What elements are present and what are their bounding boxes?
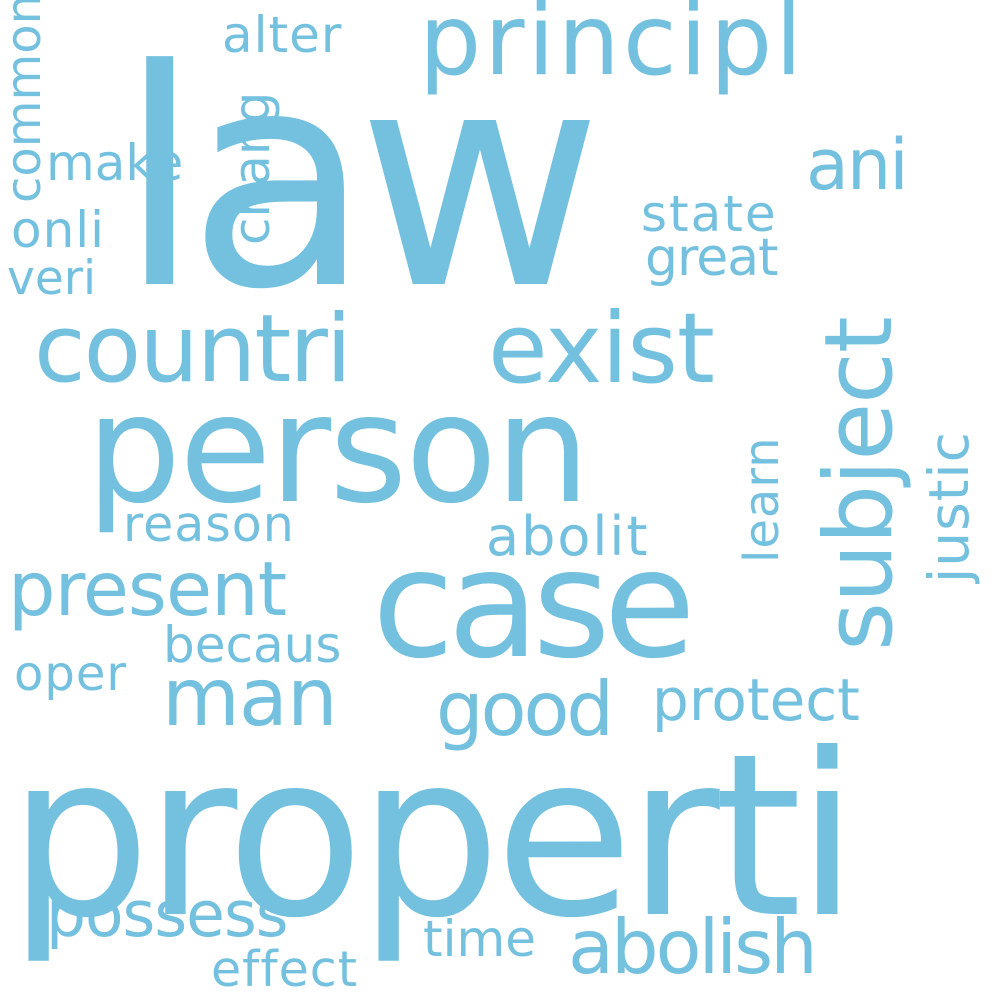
word-subject: subject: [805, 317, 914, 651]
word-properti: properti: [8, 706, 859, 968]
word-oper: oper: [14, 646, 128, 702]
word-protect: protect: [652, 666, 860, 734]
word-law: law: [118, 6, 603, 355]
word-principl: principl: [419, 0, 806, 98]
word-reason: reason: [123, 496, 295, 553]
word-chang: chang: [223, 91, 281, 245]
word-abolit: abolit: [486, 505, 650, 568]
word-possess: possess: [46, 878, 289, 951]
word-case: case: [372, 518, 696, 692]
word-state: state: [641, 185, 778, 243]
word-alter: alter: [222, 6, 343, 64]
word-time: time: [423, 910, 536, 968]
word-make: make: [46, 134, 184, 192]
word-countri: countri: [34, 295, 352, 404]
word-effect: effect: [211, 941, 358, 998]
word-onli: onli: [11, 201, 106, 259]
word-exist: exist: [488, 292, 715, 405]
word-veri: veri: [7, 251, 97, 306]
word-person: person: [86, 363, 590, 537]
word-abolish: abolish: [568, 903, 818, 991]
word-justic: justic: [917, 431, 981, 583]
word-ani: ani: [806, 124, 909, 206]
word-present: present: [8, 545, 287, 633]
word-great: great: [645, 228, 778, 288]
word-learn: learn: [734, 436, 790, 563]
word-good: good: [436, 665, 614, 753]
word-man: man: [162, 651, 338, 744]
word-common: common: [0, 0, 52, 203]
word-becaus: becaus: [163, 616, 342, 674]
